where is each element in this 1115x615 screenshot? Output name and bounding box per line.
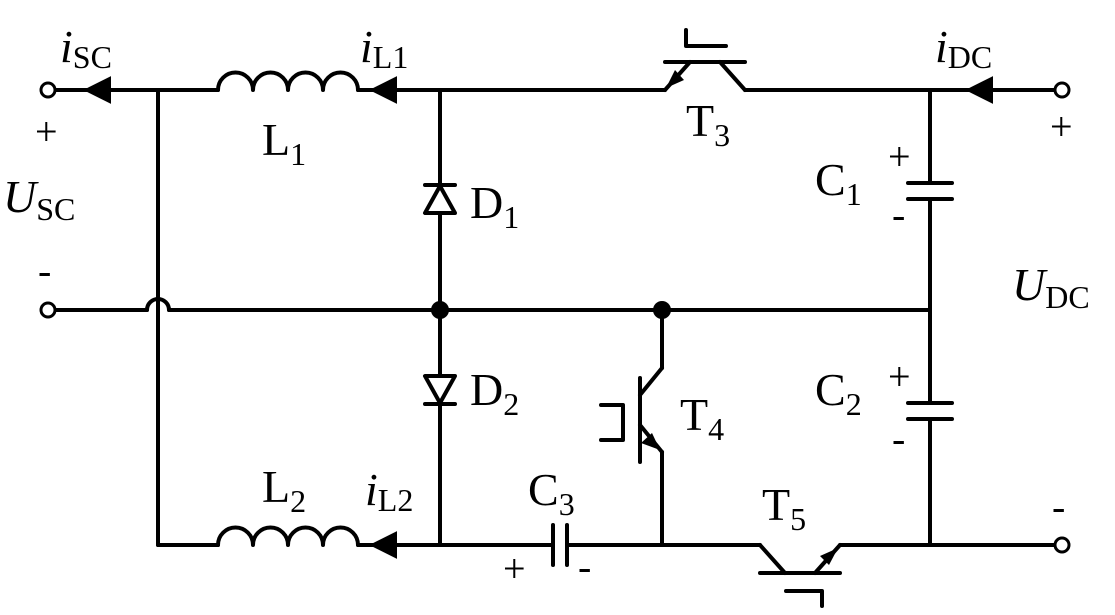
label-i-l1: iL1 [360, 21, 408, 75]
terminal-sc-minus [39, 301, 57, 319]
transistor-t5 [758, 543, 842, 608]
label-i-sc: iSC [60, 21, 112, 75]
capacitor-c2 [906, 401, 954, 421]
transistor-t4 [599, 366, 664, 464]
diode-d1 [423, 183, 457, 215]
sign-c1-plus: + [888, 134, 911, 179]
label-i-dc: iDC [935, 21, 992, 75]
capacitor-c1 [906, 181, 954, 201]
label-t4: T4 [680, 389, 724, 447]
diode-d2 [423, 374, 457, 406]
label-d2: D2 [470, 364, 519, 422]
sign-c3-plus: + [503, 546, 526, 591]
label-c1: C1 [815, 154, 862, 212]
inductor-l1 [216, 70, 360, 92]
sign-dc-minus: - [1052, 484, 1065, 529]
label-c2: C2 [815, 364, 862, 422]
label-d1: D1 [470, 177, 519, 235]
terminals [39, 81, 1071, 554]
inductor-l2 [216, 525, 360, 547]
terminal-dc-plus [1053, 81, 1071, 99]
junction-dot-t4 [653, 301, 671, 319]
junction-dot-diodes [431, 301, 449, 319]
label-u-dc: UDC [1012, 259, 1090, 315]
current-arrows [83, 76, 1012, 559]
label-i-l2: iL2 [365, 464, 413, 518]
terminal-sc-plus [39, 81, 57, 99]
sign-c3-minus: - [578, 544, 591, 589]
label-c3: C3 [528, 464, 575, 522]
label-u-sc: USC [3, 171, 75, 227]
sign-c2-minus: - [892, 416, 905, 461]
sign-dc-plus: + [1050, 104, 1073, 149]
sign-sc-plus: + [35, 109, 58, 154]
label-t3: T3 [686, 95, 730, 153]
sign-c2-plus: + [888, 354, 911, 399]
capacitor-c3 [551, 523, 569, 567]
label-l1: L1 [262, 114, 306, 172]
sign-c1-minus: - [892, 192, 905, 237]
terminal-dc-minus [1053, 536, 1071, 554]
wires [53, 88, 1062, 547]
transistor-t3 [663, 28, 747, 92]
sign-sc-minus: - [38, 248, 51, 293]
label-l2: L2 [262, 461, 306, 519]
label-t5: T5 [762, 479, 806, 537]
